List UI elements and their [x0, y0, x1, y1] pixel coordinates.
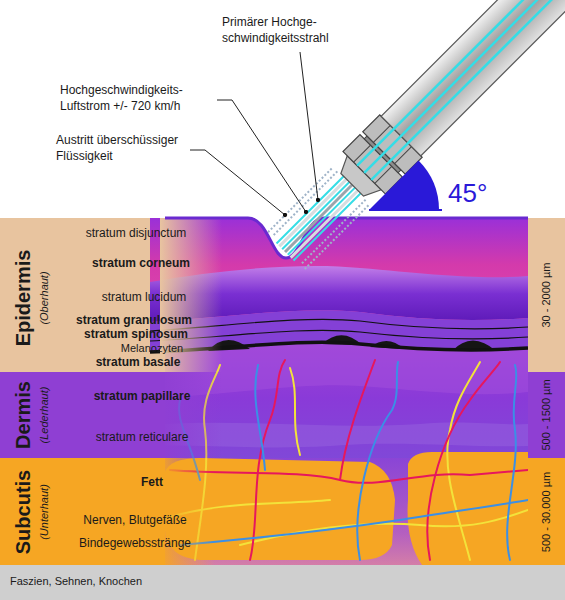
dermis-fade: [160, 372, 222, 458]
thickness-strip: [528, 218, 565, 372]
layer-name: Fett: [141, 474, 163, 490]
layer-name: stratum spinosum: [84, 326, 188, 342]
layer-band: Faszien, Sehnen, Knochen: [0, 565, 565, 600]
blood-vessel: [250, 360, 285, 560]
air-stream: [288, 184, 359, 255]
band-title: Epidermis: [11, 250, 35, 347]
band-title: Faszien, Sehnen, Knochen: [10, 575, 142, 588]
leader-line: [300, 52, 318, 200]
layer-name: stratum lucidum: [102, 289, 187, 305]
leader-line: [217, 100, 306, 212]
fascia-band: [0, 565, 565, 600]
nerve-line: [290, 368, 300, 455]
layer-band: Epidermis(Oberhaut): [0, 218, 60, 372]
primary-jet: [285, 181, 356, 252]
blood-vessel: [340, 360, 375, 480]
air-stream: [293, 190, 364, 261]
callout-label: Austritt überschüssiger Flüssigkeit: [56, 132, 196, 164]
air-stream: [291, 187, 362, 258]
dimension-label: 500 - 1500 µm: [539, 379, 554, 450]
band-subtitle: (Oberhaut): [38, 271, 51, 324]
nerves-vessels: [160, 360, 528, 560]
blood-vessel: [507, 365, 516, 560]
skin-surface: [165, 218, 528, 258]
leader-line: [190, 150, 285, 215]
thickness-strip: [528, 458, 565, 565]
nerve-line: [240, 510, 528, 545]
layer-name: stratum basale: [96, 354, 181, 370]
air-stream: [282, 178, 353, 249]
band-subtitle: (Unterhaut): [38, 484, 51, 540]
blood-vessel: [255, 365, 265, 470]
fluid-line: [268, 169, 332, 233]
dimension-label: 30 - 2000 µm: [539, 262, 554, 327]
layer-name: Nerven, Blutgefäße: [83, 512, 186, 528]
blood-vessel: [170, 470, 528, 483]
layer-band: Dermis(Lederhaut): [0, 372, 60, 458]
layer-name: stratum disjunctum: [86, 225, 187, 241]
layer-name: stratum papillare: [94, 388, 191, 404]
layer-name: stratum corneum: [92, 255, 190, 271]
callout-label: Hochgeschwindigkeits- Luftstrom +/- 720 …: [60, 82, 218, 114]
angle-label: 45°: [448, 176, 487, 211]
feed-line: [357, 0, 565, 166]
angle-baseline: [369, 209, 442, 211]
band-title: Subcutis: [11, 470, 35, 554]
blood-vessel: [357, 362, 398, 560]
blood-vessel: [180, 500, 528, 545]
band-subtitle: (Lederhaut): [38, 387, 51, 444]
blood-vessel: [427, 362, 500, 560]
dimension-label: 500 - 30.000 µm: [539, 472, 554, 552]
angle-wedge: [369, 161, 439, 211]
callout-label: Primärer Hochge- schwindigkeitsstrahl: [222, 14, 352, 46]
band-title: Dermis: [11, 381, 35, 449]
layer-name: stratum reticulare: [96, 429, 189, 445]
thickness-strip: [528, 372, 565, 458]
fluid-line: [305, 205, 369, 269]
layer-name: Melanozyten: [121, 341, 183, 356]
layer-name: Bindegewebsstränge: [79, 535, 191, 551]
layer-band: Subcutis(Unterhaut): [0, 458, 60, 565]
feed-line: [371, 0, 565, 180]
dermis-column: [0, 372, 165, 458]
layer-name: stratum granulosum: [76, 312, 192, 328]
